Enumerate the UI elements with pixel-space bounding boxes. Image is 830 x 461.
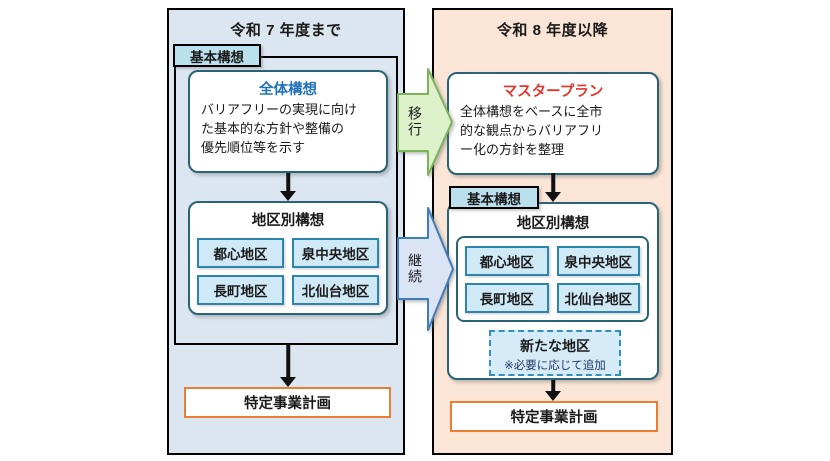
new-district-box: 新たな地区 ※必要に応じて追加 [489,330,621,376]
district-izumichuo-right: 泉中央地区 [556,246,640,276]
new-district-title: 新たな地区 [520,338,590,354]
district-group-box: 都心地区 泉中央地区 長町地区 北仙台地区 [456,236,649,322]
transition-arrow-label: 移行 [407,106,423,138]
arrow-shaft [551,380,555,392]
district-grid-left: 都心地区 泉中央地区 長町地区 北仙台地区 [190,230,386,305]
down-arrow-icon [544,173,562,202]
specific-project-plan-label-right: 特定事業計画 [510,410,598,426]
masterplan-box: マスタープラン 全体構想をベースに全市 的な観点からバリアフリ ー化の方針を整理 [447,72,659,175]
panel-reiwa7-until: 令和 7 年度まで 基本構想 全体構想 バリアフリーの実現に向け た基本的な方針… [167,8,405,455]
right-block-arrow-icon [397,68,453,176]
arrow-head [280,377,296,387]
right-block-arrow-icon [397,207,454,331]
district-concept-title-left: 地区別構想 [251,213,325,229]
overall-concept-body-line: 優先順位等を示す [201,139,306,155]
overall-concept-body-line: バリアフリーの実現に向け [201,102,358,117]
masterplan-body-line: ー化の方針を整理 [460,141,565,157]
tab-basic-concept-left: 基本構想 [173,44,261,67]
specific-project-plan-box-left: 特定事業計画 [184,387,391,418]
arrow-shaft [551,173,555,193]
overall-concept-body: バリアフリーの実現に向け た基本的な方針や整備の 優先順位等を示す [190,99,386,158]
down-arrow-icon [279,345,297,387]
continuation-block-arrow: 継続 [397,207,455,331]
down-arrow-icon [279,173,297,201]
tab-basic-concept-left-label: 基本構想 [190,49,244,65]
masterplan-body: 全体構想をベースに全市 的な観点からバリアフリ ー化の方針を整理 [449,101,657,160]
district-kitasendai-left: 北仙台地区 [292,275,379,305]
panel-title-left: 令和 7 年度まで [230,22,342,39]
district-grid-right: 都心地区 泉中央地区 長町地区 北仙台地区 [458,238,647,313]
tab-basic-concept-right-label: 基本構想 [467,191,521,207]
overall-concept-body-line: た基本的な方針や整備の [201,120,345,136]
district-concept-box-right: 地区別構想 都心地区 泉中央地区 長町地区 北仙台地区 新たな地区 ※必要に応じ… [447,202,659,380]
district-nagamachi-right: 長町地区 [465,283,549,313]
specific-project-plan-box-right: 特定事業計画 [450,401,658,432]
continuation-arrow-label: 継続 [407,253,423,285]
district-concept-box-left: 地区別構想 都心地区 泉中央地区 長町地区 北仙台地区 [188,201,388,315]
tab-basic-concept-right: 基本構想 [449,186,539,209]
masterplan-body-line: 的な観点からバリアフリ [460,122,604,138]
district-toshin-right: 都心地区 [465,246,549,276]
panel-reiwa8-onward: 令和 8 年度以降 マスタープラン 全体構想をベースに全市 的な観点からバリアフ… [432,8,673,455]
new-district-note: ※必要に応じて追加 [504,360,606,372]
masterplan-body-line: 全体構想をベースに全市 [460,104,603,119]
down-arrow-icon [544,380,562,401]
panel-title-right: 令和 8 年度以降 [496,22,609,39]
overall-concept-box: 全体構想 バリアフリーの実現に向け た基本的な方針や整備の 優先順位等を示す [188,70,388,173]
district-izumichuo-left: 泉中央地区 [292,238,379,268]
arrow-head [545,391,561,401]
overall-concept-title: 全体構想 [259,82,317,98]
arrow-head [280,191,296,201]
transition-block-arrow: 移行 [397,67,453,177]
district-toshin-left: 都心地区 [197,238,284,268]
district-kitasendai-right: 北仙台地区 [556,283,640,313]
arrow-shaft [286,173,290,192]
arrow-head [545,192,561,202]
masterplan-title: マスタープラン [502,84,604,100]
arrow-shaft [286,345,290,378]
specific-project-plan-label-left: 特定事業計画 [244,396,331,412]
basic-concept-frame-left [174,56,398,345]
district-concept-title-right: 地区別構想 [516,216,590,232]
district-nagamachi-left: 長町地区 [197,275,284,305]
